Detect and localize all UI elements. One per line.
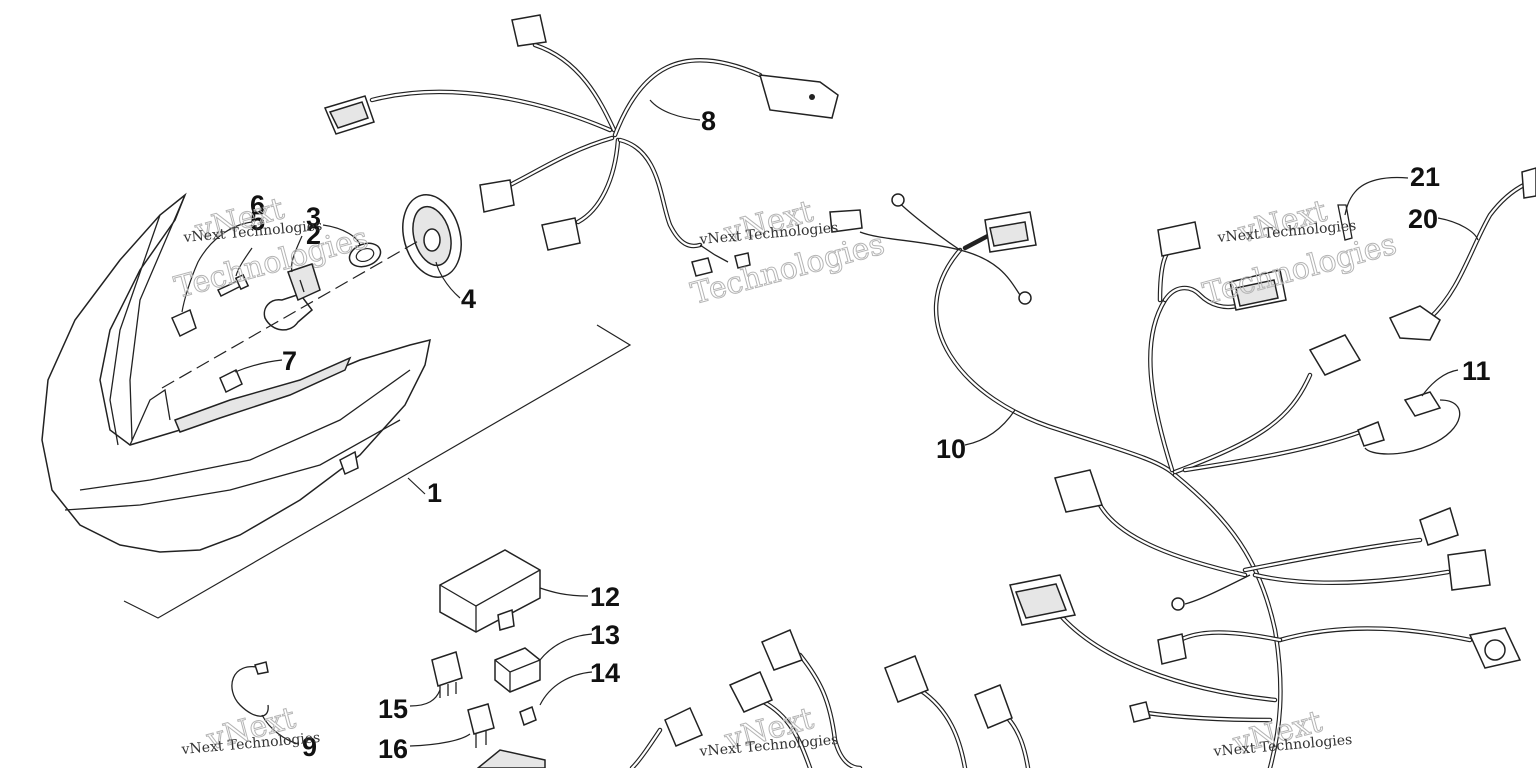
callout-20: 20 — [1408, 204, 1438, 234]
relay-15 — [431, 651, 463, 698]
retaining-ring — [348, 242, 382, 268]
bulb — [263, 263, 321, 331]
headlight-harness — [323, 14, 839, 277]
fuse-block — [476, 749, 546, 768]
cable-tie-9 — [231, 661, 269, 717]
callout-7: 7 — [282, 346, 297, 376]
callout-15: 15 — [378, 694, 408, 724]
screw — [216, 273, 250, 298]
speed-nut — [219, 368, 243, 394]
fuse-holder — [1364, 391, 1461, 455]
callout-4: 4 — [461, 284, 476, 314]
fuse-14 — [519, 705, 537, 727]
relay-16 — [467, 703, 495, 748]
headlight-housing — [41, 192, 431, 553]
callout-1: 1 — [427, 478, 442, 508]
callout-10: 10 — [936, 434, 966, 464]
cable-tie-21 — [1337, 204, 1353, 241]
callout-12: 12 — [590, 582, 620, 612]
callout-9: 9 — [302, 732, 317, 762]
callout-11: 11 — [1462, 356, 1491, 386]
callout-8: 8 — [701, 106, 716, 136]
relay-13 — [494, 647, 541, 693]
main-wiring-harness — [829, 193, 1522, 768]
explode-axis — [161, 239, 421, 389]
callout-labels: 1 2 3 4 5 6 7 8 9 10 11 12 13 14 15 16 2… — [250, 106, 1491, 764]
clip — [171, 308, 197, 338]
callout-2: 2 — [306, 220, 321, 250]
rubber-boot — [402, 194, 462, 278]
callout-5: 5 — [250, 206, 265, 236]
relay-box — [439, 549, 541, 633]
lower-harness — [629, 629, 1031, 768]
sensor-lead — [1388, 167, 1536, 341]
callout-16: 16 — [378, 734, 408, 764]
callout-3: 3 — [306, 202, 321, 232]
callout-21: 21 — [1410, 162, 1440, 192]
callout-13: 13 — [590, 620, 620, 650]
callout-6: 6 — [250, 190, 265, 220]
assembly-bracket — [123, 324, 632, 619]
callout-14: 14 — [590, 658, 620, 688]
leader-lines — [181, 99, 1479, 747]
